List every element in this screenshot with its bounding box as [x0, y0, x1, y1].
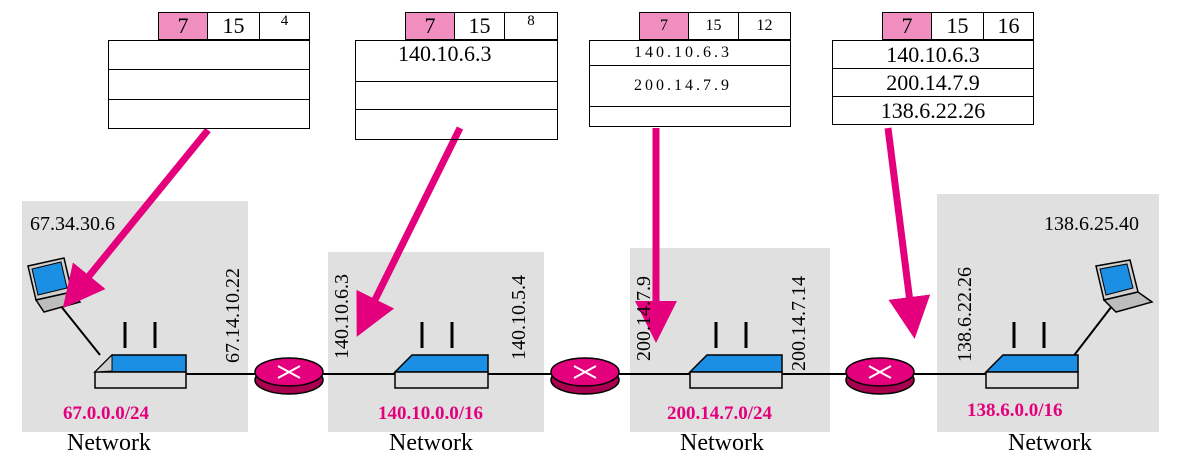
iface-200-14-7-9: 200.14.7.9 — [633, 276, 655, 361]
header-2-length: 15 — [455, 12, 505, 40]
router-3-icon — [845, 357, 915, 395]
link-host1-hub1 — [59, 304, 101, 356]
laptop-destination-icon — [1095, 259, 1154, 313]
iface-140-10-6-3: 140.10.6.3 — [331, 274, 353, 359]
hub-2-icon — [393, 322, 489, 389]
header-3-slot-2: 200.14.7.9 — [589, 65, 791, 107]
network-4-label: Network — [1008, 430, 1092, 456]
header-1-slot-3 — [108, 99, 310, 129]
router-2-icon — [550, 357, 620, 395]
header-1-slot-2 — [108, 69, 310, 100]
header-4-pointer: 16 — [984, 12, 1034, 40]
header-4-slot-3: 138.6.22.26 — [832, 96, 1034, 125]
network-2-label: Network — [389, 430, 473, 456]
header-2-slot-3 — [355, 109, 558, 140]
iface-140-10-5-4: 140.10.5.4 — [508, 275, 530, 360]
network-3-label: Network — [680, 430, 764, 456]
header-4-slot-2: 200.14.7.9 — [832, 68, 1034, 97]
iface-67-14-10-22: 67.14.10.22 — [222, 268, 244, 363]
network-4-id: 138.6.0.0/16 — [967, 400, 1063, 421]
option-header-1: 7 15 4 — [108, 12, 310, 129]
header-3-code: 7 — [639, 12, 689, 40]
header-2-code: 7 — [405, 12, 455, 40]
header-3-length: 15 — [689, 12, 739, 40]
laptop-source-icon — [27, 257, 82, 313]
header-4-length: 15 — [932, 12, 984, 40]
header-1-pointer: 4 — [260, 12, 310, 40]
option-header-4: 7 15 16 140.10.6.3 200.14.7.9 138.6.22.2… — [832, 12, 1034, 125]
network-4-box — [937, 194, 1159, 432]
header-3-pointer: 12 — [739, 12, 791, 40]
network-1-id: 67.0.0.0/24 — [63, 403, 150, 424]
link-hub4-host2 — [1071, 305, 1113, 359]
option-header-3: 7 15 12 140.10.6.3 200.14.7.9 — [589, 12, 791, 127]
header-3-slot-3 — [589, 106, 791, 127]
header-1-code: 7 — [158, 12, 208, 40]
router-1-icon — [254, 357, 324, 395]
header-4-code: 7 — [882, 12, 932, 40]
hub-4-icon — [984, 322, 1079, 389]
destination-host-address: 138.6.25.40 — [1044, 213, 1139, 235]
iface-200-14-7-14: 200.14.7.14 — [788, 276, 810, 371]
hub-3-icon — [688, 322, 783, 389]
network-2-id: 140.10.0.0/16 — [378, 403, 484, 424]
header-1-slot-1 — [108, 40, 310, 70]
network-3-id: 200.14.7.0/24 — [667, 403, 773, 424]
arrow-header-1 — [62, 127, 211, 309]
header-1-length: 15 — [208, 12, 260, 40]
header-3-slot-1: 140.10.6.3 — [589, 40, 791, 66]
header-2-slot-1: 140.10.6.3 — [355, 40, 558, 82]
option-header-2: 7 15 8 140.10.6.3 — [355, 12, 558, 140]
header-2-slot-2 — [355, 81, 558, 110]
network-1-label: Network — [67, 430, 151, 456]
hub-1-icon — [93, 322, 187, 389]
header-2-pointer: 8 — [505, 12, 558, 40]
network-1-box — [22, 201, 248, 432]
header-4-slot-1: 140.10.6.3 — [832, 40, 1034, 69]
arrow-header-2 — [356, 126, 464, 337]
iface-138-6-22-26: 138.6.22.26 — [954, 267, 976, 362]
arrow-header-4 — [884, 127, 931, 339]
network-2-box — [328, 252, 544, 432]
source-host-address: 67.34.30.6 — [30, 213, 115, 235]
